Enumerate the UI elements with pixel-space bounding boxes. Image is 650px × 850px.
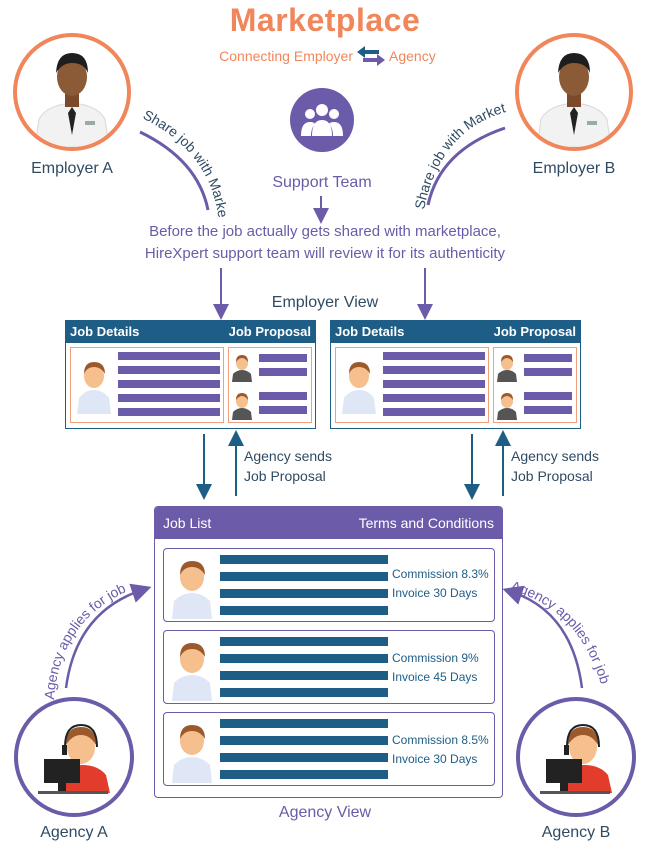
support-agent-icon bbox=[540, 723, 612, 794]
terms-heading: Terms and Conditions bbox=[358, 515, 494, 531]
job-proposal-panel bbox=[493, 347, 577, 423]
agency-sends-line1: Agency sends bbox=[511, 448, 599, 464]
job-proposal-panel bbox=[228, 347, 312, 423]
invoice-text: Invoice 30 Days bbox=[392, 586, 478, 600]
card-right-heading: Job Proposal bbox=[228, 324, 311, 339]
agency-a-label: Agency A bbox=[40, 824, 108, 841]
card-header: Job Details Job Proposal bbox=[331, 321, 580, 343]
businessman-icon bbox=[34, 53, 110, 147]
employer-view-title: Employer View bbox=[271, 294, 379, 311]
subtitle-agency: Agency bbox=[389, 48, 436, 64]
employer-b-label: Employer B bbox=[532, 160, 616, 177]
agency-b-label: Agency B bbox=[541, 824, 611, 841]
job-details-panel bbox=[335, 347, 489, 423]
card-left-heading: Job Details bbox=[335, 324, 405, 339]
agency-b-avatar bbox=[516, 697, 636, 817]
job-row: Commission 8.3% Invoice 30 Days bbox=[163, 548, 495, 622]
support-agent-icon bbox=[38, 723, 110, 794]
job-list-heading: Job List bbox=[163, 515, 212, 531]
swap-arrows-icon bbox=[357, 46, 385, 66]
agency-a-arc bbox=[64, 583, 152, 689]
candidate-icon bbox=[172, 561, 212, 619]
employer-a-avatar bbox=[13, 33, 131, 151]
employer-card-b: Job Details Job Proposal bbox=[330, 320, 581, 429]
employer-a-label: Employer A bbox=[31, 160, 113, 177]
agency-sends-label-right: Agency sends Job Proposal bbox=[511, 446, 599, 486]
agency-b-arc bbox=[502, 585, 584, 689]
agency-sends-line2: Job Proposal bbox=[244, 468, 326, 484]
job-row: Commission 9% Invoice 45 Days bbox=[163, 630, 495, 704]
agency-sends-line1: Agency sends bbox=[244, 448, 332, 464]
employer-a-curve-textpath: Share job with Marketplace bbox=[0, 0, 231, 219]
subtitle-employer: Connecting Employer bbox=[219, 48, 353, 64]
commission-text: Commission 8.5% bbox=[392, 733, 489, 747]
agent-icon bbox=[232, 393, 252, 420]
review-note-line1: Before the job actually gets shared with… bbox=[149, 223, 501, 240]
employer-a-curve-text: Share job with Marketplace bbox=[0, 0, 231, 219]
agency-a-curve-text: Agency applies for job bbox=[41, 580, 128, 701]
agency-sends-label-left: Agency sends Job Proposal bbox=[244, 446, 332, 486]
review-note-line2: HireXpert support team will review it fo… bbox=[144, 245, 506, 262]
agent-icon bbox=[232, 355, 252, 382]
card-left-heading: Job Details bbox=[70, 324, 140, 339]
job-details-panel bbox=[70, 347, 224, 423]
card-header: Job Details Job Proposal bbox=[66, 321, 315, 343]
agent-icon bbox=[497, 393, 517, 420]
candidate-icon bbox=[172, 643, 212, 701]
support-team-icon bbox=[290, 88, 354, 152]
job-list-header: Job List Terms and Conditions bbox=[155, 507, 502, 539]
agency-b-curve-textpath: Agency applies for job bbox=[509, 578, 613, 686]
employer-b-arc bbox=[426, 126, 506, 206]
agency-view-title: Agency View bbox=[278, 804, 372, 821]
invoice-text: Invoice 45 Days bbox=[392, 670, 478, 684]
candidate-icon bbox=[77, 362, 111, 414]
team-icon bbox=[301, 104, 343, 136]
support-team-label: Support Team bbox=[272, 174, 372, 191]
invoice-text: Invoice 30 Days bbox=[392, 752, 478, 766]
commission-text: Commission 9% bbox=[392, 651, 479, 665]
agency-a-avatar bbox=[14, 697, 134, 817]
agency-sends-line2: Job Proposal bbox=[511, 468, 593, 484]
agent-icon bbox=[497, 355, 517, 382]
agency-b-curve-text: Agency applies for job bbox=[509, 578, 613, 686]
candidate-icon bbox=[342, 362, 376, 414]
job-row: Commission 8.5% Invoice 30 Days bbox=[163, 712, 495, 786]
businessman-icon bbox=[536, 53, 612, 147]
candidate-icon bbox=[172, 725, 212, 783]
review-note: Before the job actually gets shared with… bbox=[60, 221, 590, 265]
employer-a-arc bbox=[139, 130, 210, 211]
agency-a-curve-textpath: Agency applies for job bbox=[41, 580, 128, 701]
employer-b-avatar bbox=[515, 33, 633, 151]
employer-card-a: Job Details Job Proposal bbox=[65, 320, 316, 429]
card-right-heading: Job Proposal bbox=[493, 324, 576, 339]
commission-text: Commission 8.3% bbox=[392, 567, 489, 581]
page-title: Marketplace bbox=[229, 2, 421, 38]
